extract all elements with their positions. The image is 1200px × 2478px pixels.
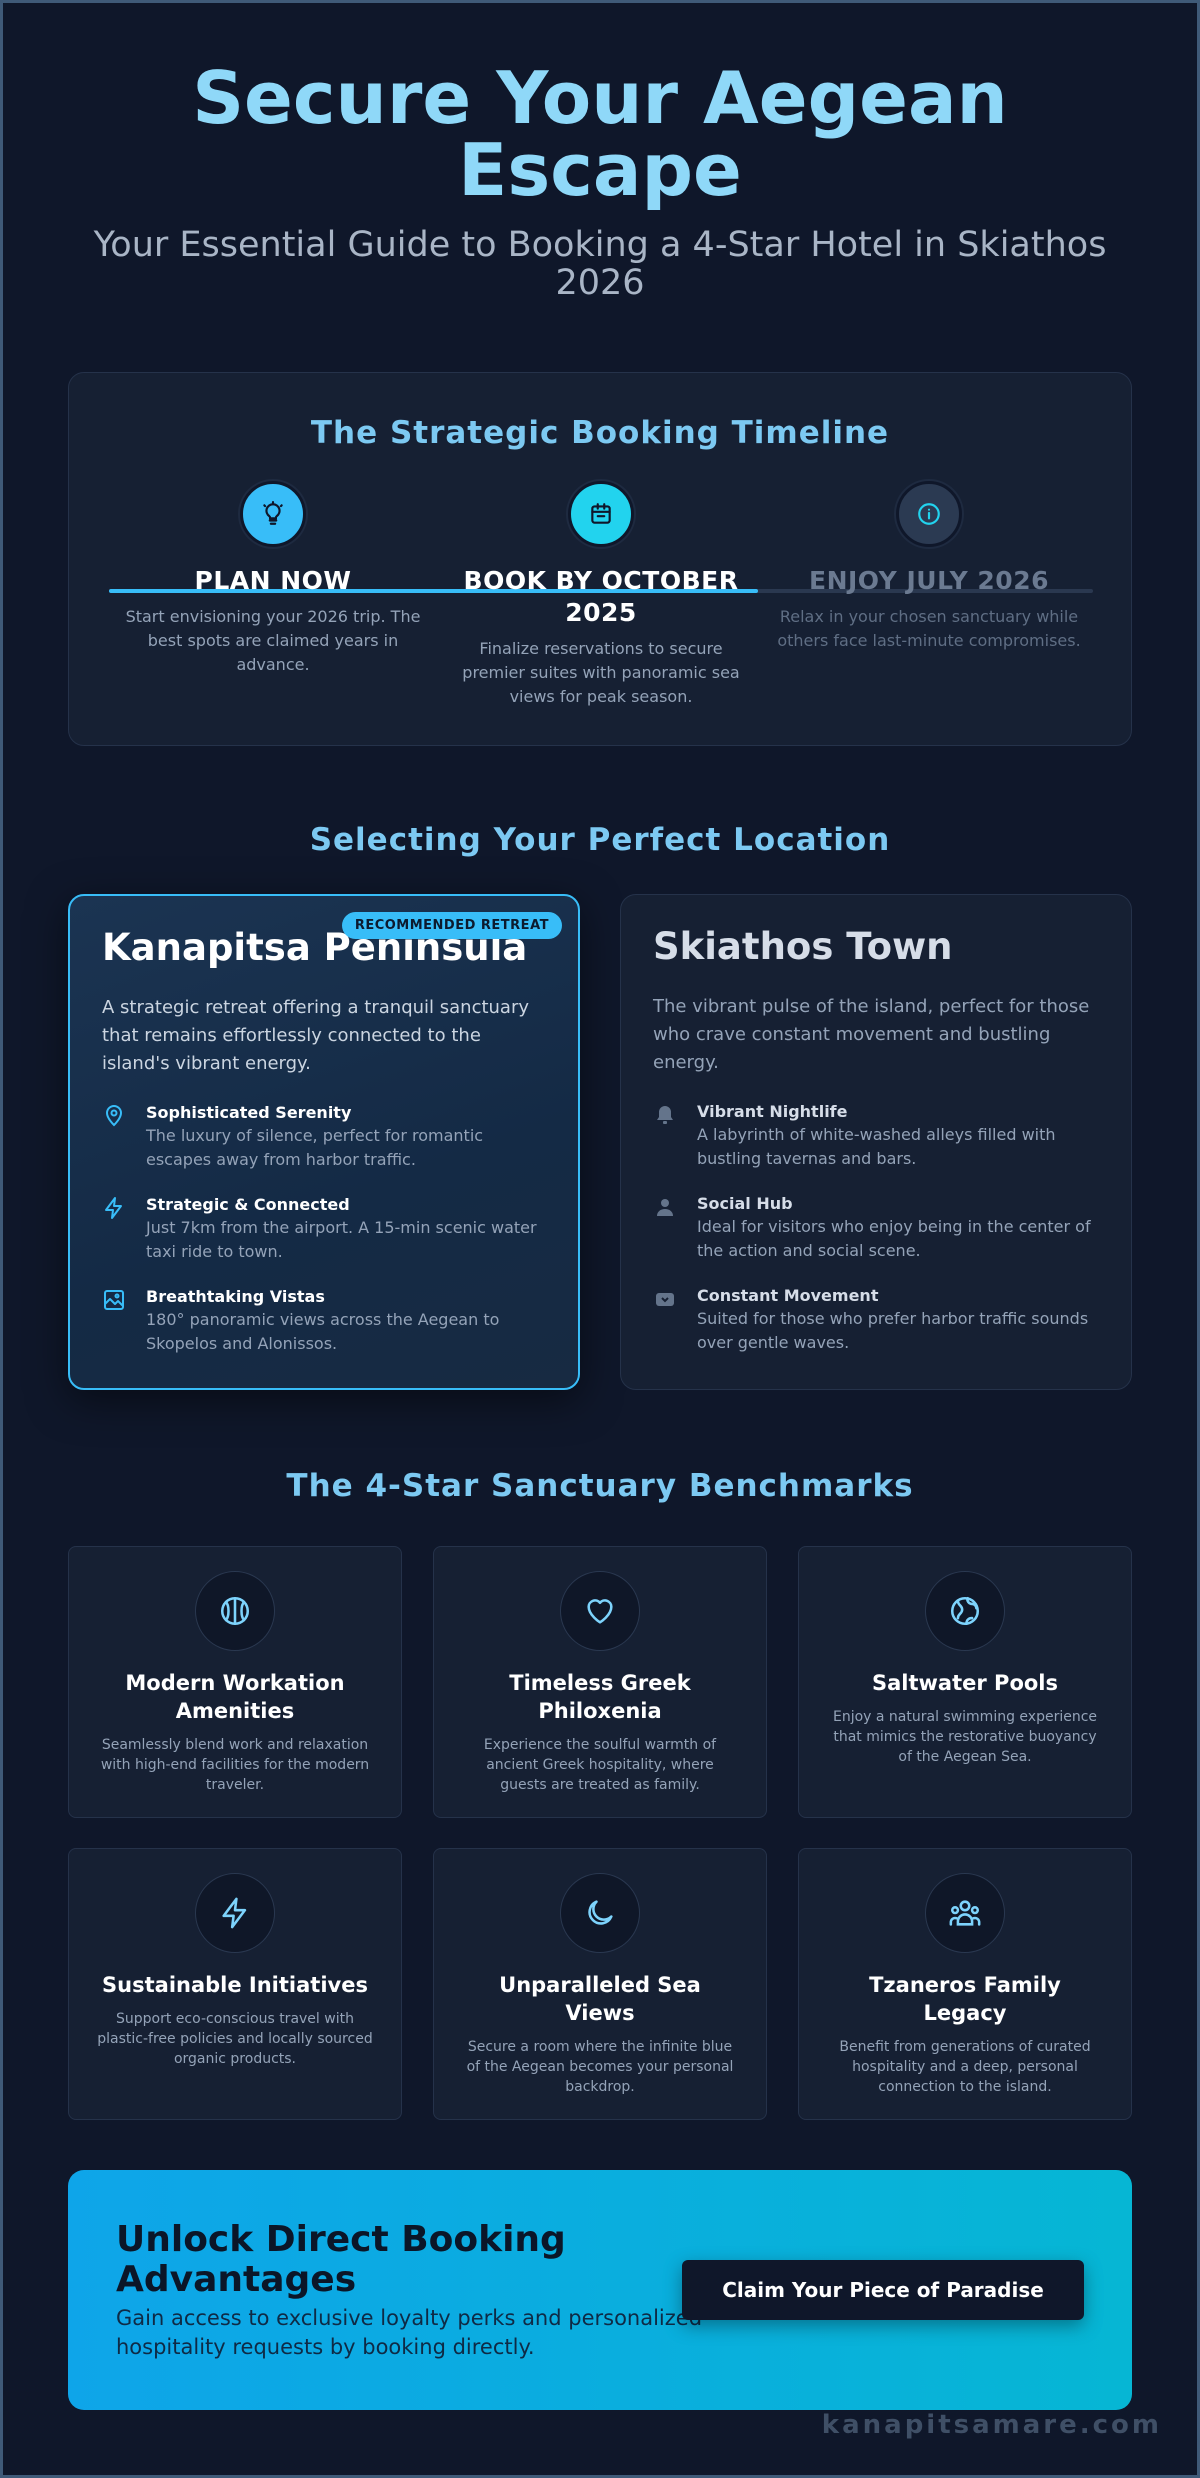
globe-icon: [925, 1571, 1005, 1651]
location-feature: Constant Movement Suited for those who p…: [653, 1285, 1099, 1355]
timeline-step-label: PLAN NOW: [194, 566, 352, 595]
location-feature: Breathtaking Vistas 180° panoramic views…: [102, 1286, 546, 1356]
lightbulb-icon: [240, 481, 306, 547]
timeline-step-label: BOOK BY OCTOBER 2025: [463, 566, 739, 627]
cta-text: Gain access to exclusive loyalty perks a…: [116, 2306, 703, 2359]
location-feature: Sophisticated Serenity The luxury of sil…: [102, 1102, 546, 1172]
feature-text: Just 7km from the airport. A 15-min scen…: [146, 1218, 537, 1261]
calendar-icon: [568, 481, 634, 547]
timeline-step-label: ENJOY JULY 2026: [809, 566, 1049, 595]
benchmarks-title: The 4-Star Sanctuary Benchmarks: [286, 1468, 914, 1504]
benchmark-title: Tzaneros Family Legacy: [869, 1973, 1061, 2025]
feature-title: Vibrant Nightlife: [697, 1102, 848, 1121]
feature-title: Strategic & Connected: [146, 1195, 350, 1214]
feature-text: 180° panoramic views across the Aegean t…: [146, 1310, 500, 1353]
location-feature: Vibrant Nightlife A labyrinth of white-w…: [653, 1101, 1099, 1171]
benchmark-text: Secure a room where the infinite blue of…: [466, 2039, 734, 2095]
benchmark-title: Saltwater Pools: [872, 1671, 1058, 1695]
feature-text: A labyrinth of white-washed alleys fille…: [697, 1125, 1056, 1168]
benchmark-text: Enjoy a natural swimming experience that…: [832, 1709, 1098, 1765]
benchmark-title: Timeless Greek Philoxenia: [509, 1671, 691, 1723]
timeline-step-book: BOOK BY OCTOBER 2025 Finalize reservatio…: [437, 481, 765, 709]
page-subtitle: Your Essential Guide to Booking a 4-Star…: [93, 225, 1107, 303]
timeline-step-enjoy: ENJOY JULY 2026 Relax in your chosen san…: [765, 481, 1093, 653]
benchmark-card: Tzaneros Family Legacy Benefit from gene…: [798, 1848, 1132, 2120]
moon-icon: [560, 1873, 640, 1953]
benchmark-card: Timeless Greek Philoxenia Experience the…: [433, 1546, 767, 1818]
hero: Secure Your Aegean Escape Your Essential…: [0, 62, 1200, 302]
cta-banner: Unlock Direct Booking Advantages Gain ac…: [68, 2170, 1132, 2410]
cta-title: Unlock Direct Booking Advantages: [116, 2219, 566, 2300]
timeline-step-text: Start envisioning your 2026 trip. The be…: [125, 607, 421, 674]
inbox-icon: [653, 1285, 681, 1355]
benchmark-card: Modern Workation Amenities Seamlessly bl…: [68, 1546, 402, 1818]
location-feature: Social Hub Ideal for visitors who enjoy …: [653, 1193, 1099, 1263]
feature-title: Breathtaking Vistas: [146, 1287, 325, 1306]
feature-text: The luxury of silence, perfect for roman…: [146, 1126, 484, 1169]
benchmark-title: Sustainable Initiatives: [102, 1973, 368, 1997]
benchmark-title: Unparalleled Sea Views: [499, 1973, 701, 2025]
map-pin-icon: [102, 1102, 130, 1172]
info-icon: [896, 481, 962, 547]
heart-icon: [560, 1571, 640, 1651]
location-feature: Strategic & Connected Just 7km from the …: [102, 1194, 546, 1264]
image-icon: [102, 1286, 130, 1356]
timeline-progress: [109, 589, 759, 593]
claim-paradise-button[interactable]: Claim Your Piece of Paradise: [682, 2260, 1084, 2320]
user-icon: [653, 1193, 681, 1263]
timeline-title: The Strategic Booking Timeline: [310, 415, 890, 451]
location-card-kanapitsa[interactable]: RECOMMENDED RETREAT Kanapitsa Peninsula …: [68, 894, 580, 1390]
feature-title: Social Hub: [697, 1194, 793, 1213]
timeline-track: [109, 589, 1093, 593]
benchmark-text: Experience the soulful warmth of ancient…: [483, 1737, 717, 1793]
feature-text: Suited for those who prefer harbor traff…: [697, 1309, 1089, 1352]
feature-title: Sophisticated Serenity: [146, 1103, 352, 1122]
timeline-step-text: Finalize reservations to secure premier …: [462, 639, 740, 706]
feature-text: Ideal for visitors who enjoy being in th…: [697, 1217, 1091, 1260]
benchmark-text: Benefit from generations of curated hosp…: [839, 2039, 1091, 2095]
feature-title: Constant Movement: [697, 1286, 879, 1305]
location-card-skiathos-town[interactable]: Skiathos Town The vibrant pulse of the i…: [620, 894, 1132, 1390]
benchmark-text: Seamlessly blend work and relaxation wit…: [100, 1737, 370, 1793]
recommended-badge: RECOMMENDED RETREAT: [341, 912, 562, 939]
location-desc: The vibrant pulse of the island, perfect…: [653, 996, 1090, 1073]
bell-icon: [653, 1101, 681, 1171]
page-title: Secure Your Aegean Escape: [192, 56, 1008, 212]
timeline-step-text: Relax in your chosen sanctuary while oth…: [777, 607, 1081, 650]
benchmark-text: Support eco-conscious travel with plasti…: [97, 2011, 373, 2067]
timeline-step-plan: PLAN NOW Start envisioning your 2026 tri…: [109, 481, 437, 677]
timeline-card: The Strategic Booking Timeline PLAN NOW …: [68, 372, 1132, 746]
location-desc: A strategic retreat offering a tranquil …: [102, 997, 530, 1074]
users-icon: [925, 1873, 1005, 1953]
basketball-icon: [195, 1571, 275, 1651]
location-name: Skiathos Town: [653, 925, 953, 968]
benchmark-title: Modern Workation Amenities: [125, 1671, 345, 1723]
lightning-icon: [102, 1194, 130, 1264]
lightning-icon: [195, 1873, 275, 1953]
benchmark-card: Unparalleled Sea Views Secure a room whe…: [433, 1848, 767, 2120]
location-title: Selecting Your Perfect Location: [309, 822, 891, 858]
benchmark-card: Sustainable Initiatives Support eco-cons…: [68, 1848, 402, 2120]
benchmark-card: Saltwater Pools Enjoy a natural swimming…: [798, 1546, 1132, 1818]
footer-url[interactable]: kanapitsamare.com: [821, 2410, 1162, 2440]
